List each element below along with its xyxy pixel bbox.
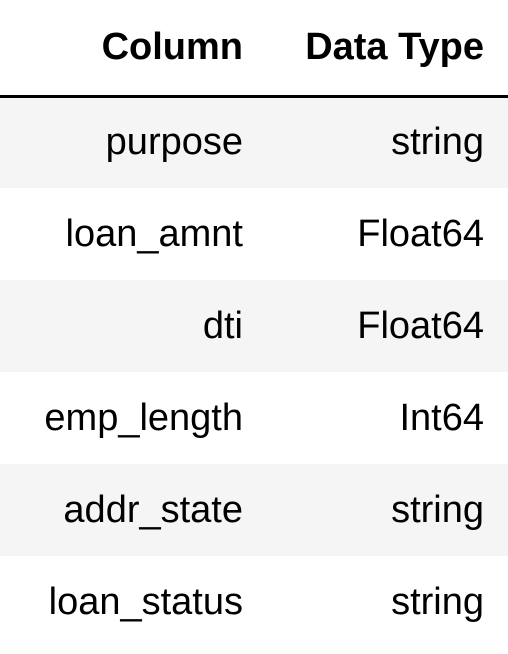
table-row: purpose string bbox=[0, 96, 508, 188]
table-row: emp_length Int64 bbox=[0, 372, 508, 464]
data-type-cell: string bbox=[256, 464, 508, 556]
column-name-cell: dti bbox=[0, 280, 256, 372]
table-row: addr_state string bbox=[0, 464, 508, 556]
column-name-cell: emp_length bbox=[0, 372, 256, 464]
table-row: dti Float64 bbox=[0, 280, 508, 372]
column-name-cell: loan_status bbox=[0, 556, 256, 648]
column-header-column: Column bbox=[0, 0, 256, 98]
table-row: loan_amnt Float64 bbox=[0, 188, 508, 280]
header-row: Column Data Type bbox=[0, 0, 508, 98]
column-name-cell: loan_amnt bbox=[0, 188, 256, 280]
data-type-cell: string bbox=[256, 556, 508, 648]
data-type-cell: Int64 bbox=[256, 372, 508, 464]
table-body: purpose string loan_amnt Float64 dti Flo… bbox=[0, 96, 508, 648]
data-type-cell: string bbox=[256, 96, 508, 188]
table-row: loan_status string bbox=[0, 556, 508, 648]
column-header-data-type: Data Type bbox=[256, 0, 508, 98]
data-type-cell: Float64 bbox=[256, 188, 508, 280]
column-name-cell: purpose bbox=[0, 96, 256, 188]
column-name-cell: addr_state bbox=[0, 464, 256, 556]
data-type-cell: Float64 bbox=[256, 280, 508, 372]
table-header: Column Data Type bbox=[0, 0, 508, 98]
